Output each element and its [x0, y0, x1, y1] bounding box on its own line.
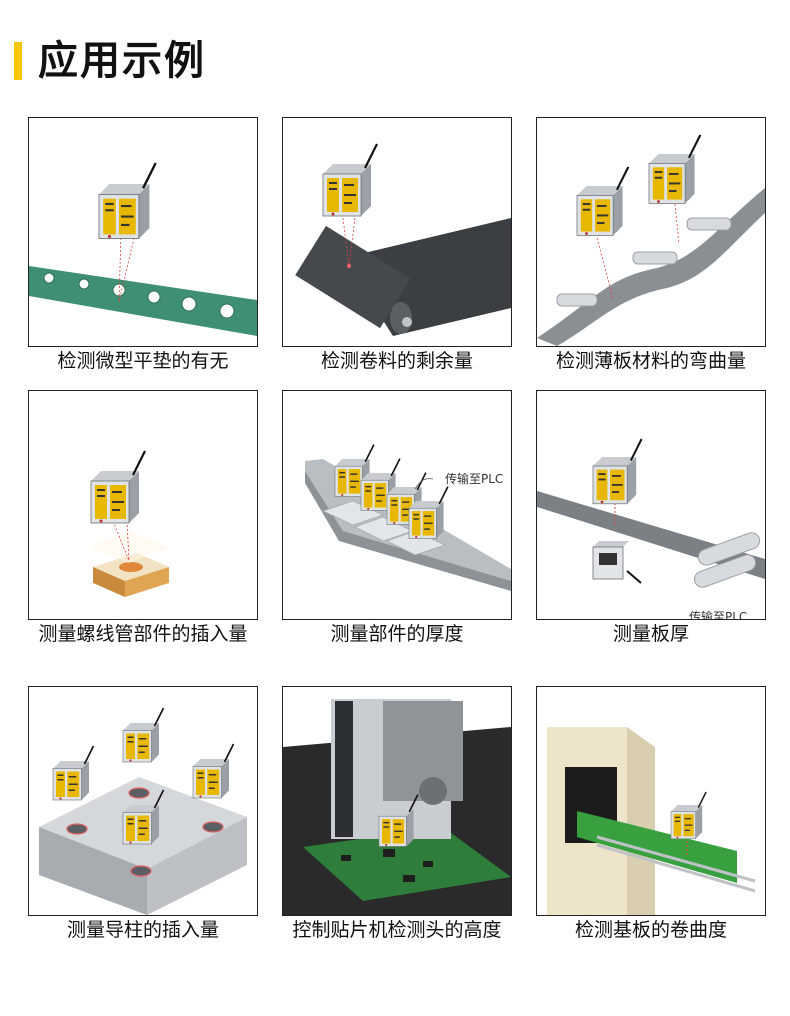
plc-annotation: 传输至PLC — [445, 471, 503, 486]
application-illustration: 传输至PLC — [536, 390, 766, 620]
card-caption: 测量部件的厚度 — [330, 623, 464, 645]
roll-material-illustration — [295, 142, 511, 336]
card-caption: 测量螺线管部件的插入量 — [38, 623, 248, 645]
part-thickness-illustration: 传输至PLC — [305, 443, 511, 591]
card-caption: 检测卷料的剩余量 — [320, 350, 473, 372]
application-illustration — [282, 117, 512, 347]
application-illustration: 传输至PLC — [282, 390, 512, 620]
page-title: 应用示例 — [38, 38, 206, 84]
card-caption: 检测微型平垫的有无 — [57, 350, 229, 372]
mounter-head-illustration — [283, 699, 511, 915]
title-accent-bar — [14, 42, 22, 80]
sheet-bending-illustration — [537, 133, 765, 346]
washer-detection-illustration — [29, 161, 257, 336]
application-illustration — [536, 686, 766, 916]
plc-annotation: 传输至PLC — [689, 609, 747, 619]
guide-pin-illustration — [39, 707, 247, 915]
card-caption: 检测基板的卷曲度 — [574, 919, 727, 941]
card-caption: 测量板厚 — [612, 623, 689, 645]
solenoid-part-illustration — [89, 449, 169, 597]
application-illustration — [28, 117, 258, 347]
board-warp-illustration — [547, 727, 756, 915]
application-illustration — [28, 686, 258, 916]
card-caption: 控制贴片机检测头的高度 — [292, 919, 502, 941]
application-illustration — [282, 686, 512, 916]
application-illustration — [536, 117, 766, 347]
card-caption: 测量导柱的插入量 — [66, 919, 219, 941]
application-illustration — [28, 390, 258, 620]
sheet-thickness-illustration: 传输至PLC — [537, 438, 765, 619]
card-caption: 检测薄板材料的弯曲量 — [555, 350, 746, 372]
